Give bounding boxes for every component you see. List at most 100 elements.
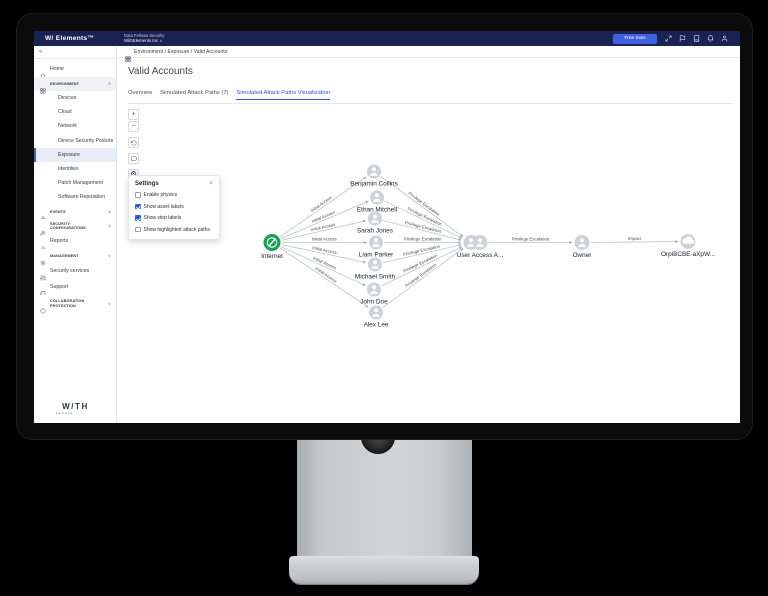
reset-view-button[interactable] <box>128 137 139 148</box>
close-icon[interactable]: × <box>209 180 213 187</box>
node-label: OrpiBCBE-aXpW... <box>661 251 715 258</box>
graph-node-john[interactable] <box>367 282 381 296</box>
expand-icon[interactable] <box>665 35 672 42</box>
checkbox[interactable] <box>135 203 141 210</box>
node-label: Ethan Mitchell <box>357 206 397 213</box>
graph-node-ethan[interactable] <box>370 190 384 204</box>
sidebar-item-support[interactable]: Support <box>34 279 116 297</box>
withsecure-logo: W/TH secure <box>34 402 117 416</box>
node-label: Michael Smith <box>355 273 396 280</box>
sidebar-item-reports[interactable]: Reports <box>34 234 116 251</box>
settings-option-show-highlighted-attack-paths[interactable]: Show highlighted attack paths <box>135 227 213 233</box>
arrowhead-icon <box>365 303 369 307</box>
screen: W/ Elements™ Data Fellows Security WithE… <box>34 31 740 423</box>
settings-option-label: Enable physics <box>143 192 178 198</box>
graph-node-hub2[interactable] <box>472 234 488 250</box>
sidebar-item-label: Security services <box>50 268 90 275</box>
organization-selector[interactable]: Data Fellows Security WithElements Inc ∨ <box>124 33 165 44</box>
node-label: Benjamin Collins <box>350 180 398 187</box>
graph-node-cloud[interactable] <box>680 233 696 249</box>
checkbox[interactable] <box>135 215 141 221</box>
zap-icon <box>40 209 46 222</box>
sidebar-item-software-reputation[interactable]: Software Reputation <box>34 190 116 204</box>
breadcrumb-text[interactable]: Environment / Exposure / Valid Accounts <box>134 48 228 55</box>
arrowhead-icon <box>458 235 463 238</box>
arrowhead-icon <box>458 237 462 241</box>
graph-node-sarah[interactable] <box>368 211 382 225</box>
node-label: Internet <box>261 253 283 260</box>
announcements-icon[interactable] <box>679 35 686 42</box>
graph-node-liam[interactable] <box>369 235 383 249</box>
zoom-out-button[interactable]: − <box>128 121 139 132</box>
edge-label: Initial Access <box>312 236 337 241</box>
tab-bar: Overview Simulated Attack Paths (7) Simula… <box>128 90 331 100</box>
arrowhead-icon <box>458 243 462 247</box>
sidebar-item-label: Software Reputation <box>58 194 106 201</box>
topbar-icons <box>665 31 728 46</box>
graph-edge <box>382 244 460 263</box>
sidebar-item-cloud[interactable]: Cloud <box>34 105 116 119</box>
top-app-bar: W/ Elements™ Data Fellows Security WithE… <box>34 31 740 46</box>
page-title: Valid Accounts <box>128 66 193 77</box>
sidebar-item-home[interactable]: Home <box>34 61 116 78</box>
sidebar-item-network[interactable]: Network <box>34 119 116 133</box>
sidebar-item-exposure[interactable]: Exposure <box>34 147 116 162</box>
sidebar-item-label: Patch Management <box>58 180 103 187</box>
sidebar-item-label: ENVIRONMENT <box>50 81 80 86</box>
sidebar-item-label: Device Security Posture <box>58 137 114 144</box>
chevron-icon: ∧ <box>107 80 111 86</box>
graph-edge <box>384 200 461 238</box>
arrowhead-icon <box>458 246 463 249</box>
sidebar-item-events[interactable]: EVENTS∨ <box>34 204 116 222</box>
edge-label: Privilege Escalation <box>404 236 442 241</box>
book-icon <box>40 284 46 297</box>
sidebar-item-environment[interactable]: ENVIRONMENT ∧ <box>34 76 116 94</box>
settings-option-show-asset-labels[interactable]: Show asset labels <box>135 204 213 210</box>
graph-node-benjamin[interactable] <box>367 164 381 178</box>
withsecure-logo-sub: secure <box>56 411 74 415</box>
node-label: Alex Lee <box>364 321 389 328</box>
guide-icon[interactable] <box>693 35 700 42</box>
breadcrumb: Environment / Exposure / Valid Accounts <box>117 46 740 62</box>
chevron-icon: ∨ <box>107 208 111 214</box>
graph-node-michael[interactable] <box>368 257 382 271</box>
arrowhead-icon <box>362 219 367 223</box>
home-icon <box>40 66 46 78</box>
toggle-labels-button[interactable] <box>128 153 139 164</box>
free-trials-button[interactable]: Free trials <box>613 33 657 44</box>
sidebar-item-security-services[interactable]: Security services <box>34 264 116 281</box>
sidebar-item-management[interactable]: MANAGEMENT∨ <box>34 249 116 266</box>
sidebar-item-label: Identities <box>58 166 79 173</box>
graph-node-alex[interactable] <box>369 305 383 319</box>
graph-edge <box>382 219 460 240</box>
sidebar-item-identities[interactable]: Identities <box>34 162 116 176</box>
notifications-icon[interactable] <box>707 35 714 42</box>
graph-node-owner[interactable] <box>574 234 590 250</box>
sidebar-item-label: Exposure <box>58 151 80 158</box>
sidebar-item-collaboration-protection[interactable]: COLLABORATION PROTECTION∨ <box>34 294 116 313</box>
settings-option-enable-physics[interactable]: Enable physics <box>135 192 213 198</box>
sidebar-collapse-button[interactable]: « <box>39 49 43 55</box>
checkbox[interactable] <box>135 192 141 198</box>
sidebar-item-label: Devices <box>58 95 77 102</box>
checkbox[interactable] <box>135 226 141 233</box>
chevron-icon: ∨ <box>107 223 111 229</box>
tab-simulated-attack-paths-visualization[interactable]: Simulated Attack Paths Visualization <box>236 90 331 100</box>
sidebar-item-patch-management[interactable]: Patch Management <box>34 176 116 190</box>
account-icon[interactable] <box>721 35 728 42</box>
arrowhead-icon <box>363 240 367 244</box>
graph-node-internet[interactable] <box>263 233 281 251</box>
zoom-in-button[interactable]: + <box>128 108 139 120</box>
arrowhead-icon <box>459 247 464 251</box>
graph-edge <box>281 220 364 241</box>
sidebar-item-devices[interactable]: Devices <box>34 91 116 105</box>
sidebar-item-security-configurations[interactable]: SECURITY CONFIGURATIONS∨ <box>34 219 116 236</box>
main-content: Environment / Exposure / Valid Accounts … <box>117 46 740 423</box>
divider <box>128 102 733 104</box>
tab-simulated-attack-paths-7-[interactable]: Simulated Attack Paths (7) <box>160 90 229 96</box>
sidebar-item-device-security-posture[interactable]: Device Security Posture <box>34 134 116 148</box>
settings-option-show-step-labels[interactable]: Show step labels <box>135 215 213 221</box>
tab-overview[interactable]: Overview <box>128 90 153 96</box>
arrowhead-icon <box>569 240 573 244</box>
